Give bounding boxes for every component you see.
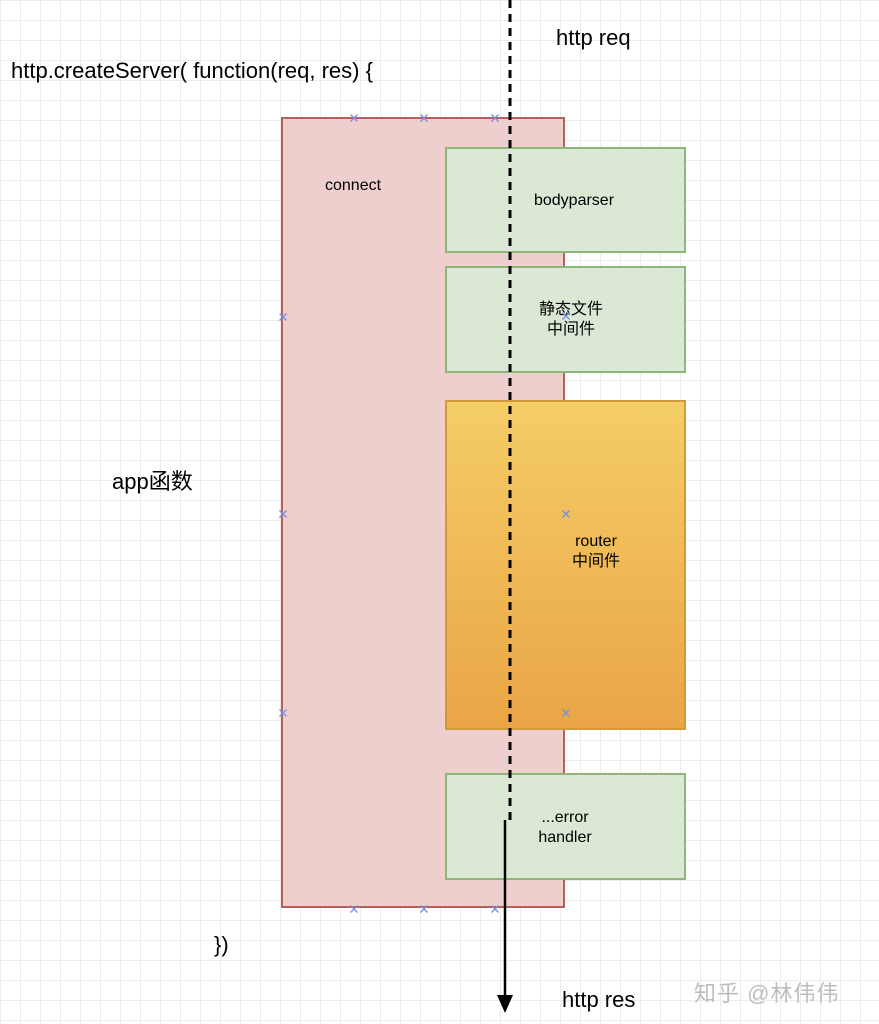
handle-marker-icon <box>562 709 570 717</box>
app-function-label: app函数 <box>112 469 193 494</box>
static-middleware-label: 静态文件 中间件 <box>538 301 603 338</box>
handle-marker-icon <box>562 312 570 320</box>
handle-marker-icon <box>279 313 287 321</box>
error-handler-label: ...error handler <box>538 809 592 846</box>
selection-handles <box>279 114 570 913</box>
zhihu-watermark: 知乎 @林伟伟 <box>694 981 840 1006</box>
handle-marker-icon <box>350 114 358 122</box>
code-close-brace: }) <box>214 932 229 957</box>
handle-marker-icon <box>279 510 287 518</box>
code-create-server: http.createServer( function(req, res) { <box>11 58 373 83</box>
static-middleware-box <box>445 266 686 373</box>
router-middleware-label: router 中间件 <box>571 533 620 570</box>
handle-marker-icon <box>562 510 570 518</box>
http-req-label: http req <box>556 25 631 50</box>
handle-marker-icon <box>420 905 428 913</box>
router-middleware-box <box>445 400 686 730</box>
connect-label: connect <box>325 177 382 194</box>
error-handler-box <box>445 773 686 880</box>
bodyparser-label: bodyparser <box>533 192 615 209</box>
bodyparser-box <box>445 147 686 253</box>
handle-marker-icon <box>279 709 287 717</box>
handle-marker-icon <box>420 114 428 122</box>
http-res-label: http res <box>562 987 636 1012</box>
handle-marker-icon <box>491 905 499 913</box>
handle-marker-icon <box>350 905 358 913</box>
handle-marker-icon <box>491 114 499 122</box>
response-arrow-head <box>497 995 513 1013</box>
